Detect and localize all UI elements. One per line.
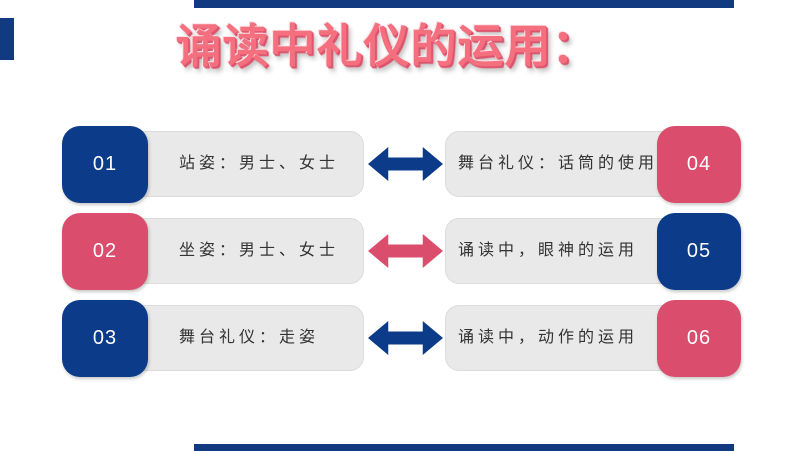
row-1-left-number: 01: [92, 153, 118, 175]
row-1-right-number-box: 04: [657, 126, 741, 203]
row-2-right-label: 诵读中，眼神的运用: [458, 242, 639, 259]
row-3-left-label: 舞台礼仪：走姿: [179, 329, 320, 346]
row-1-right-label: 舞台礼仪：话筒的使用: [458, 155, 659, 172]
row-2-right-number: 05: [686, 240, 712, 262]
row-3-right-number-box: 06: [657, 300, 741, 377]
slide-title: 诵读中礼仪的运用：: [175, 21, 599, 72]
row-2-left-number-box: 02: [62, 213, 148, 290]
double-arrow-icon: [368, 147, 443, 181]
bottom-border-bar: [194, 444, 734, 451]
row-2-left-number: 02: [92, 240, 118, 262]
row-1-right-number: 04: [686, 153, 712, 175]
top-border-bar: [194, 0, 734, 8]
row-2: 坐姿：男士、女士 诵读中，眼神的运用 02 05: [0, 213, 806, 290]
row-3-left-number: 03: [92, 327, 118, 349]
row-1-left-label: 站姿：男士、女士: [179, 155, 340, 172]
row-3-right-label: 诵读中，动作的运用: [458, 329, 639, 346]
row-3: 舞台礼仪：走姿 诵读中，动作的运用 03 06: [0, 300, 806, 377]
row-1: 站姿：男士、女士 舞台礼仪：话筒的使用 01 04: [0, 126, 806, 203]
row-3-right-number: 06: [686, 327, 712, 349]
row-2-left-label: 坐姿：男士、女士: [179, 242, 340, 259]
double-arrow-icon: [368, 234, 443, 268]
row-2-right-number-box: 05: [657, 213, 741, 290]
left-accent-square: [0, 18, 14, 60]
double-arrow-icon: [368, 321, 443, 355]
row-3-left-number-box: 03: [62, 300, 148, 377]
row-1-left-number-box: 01: [62, 126, 148, 203]
